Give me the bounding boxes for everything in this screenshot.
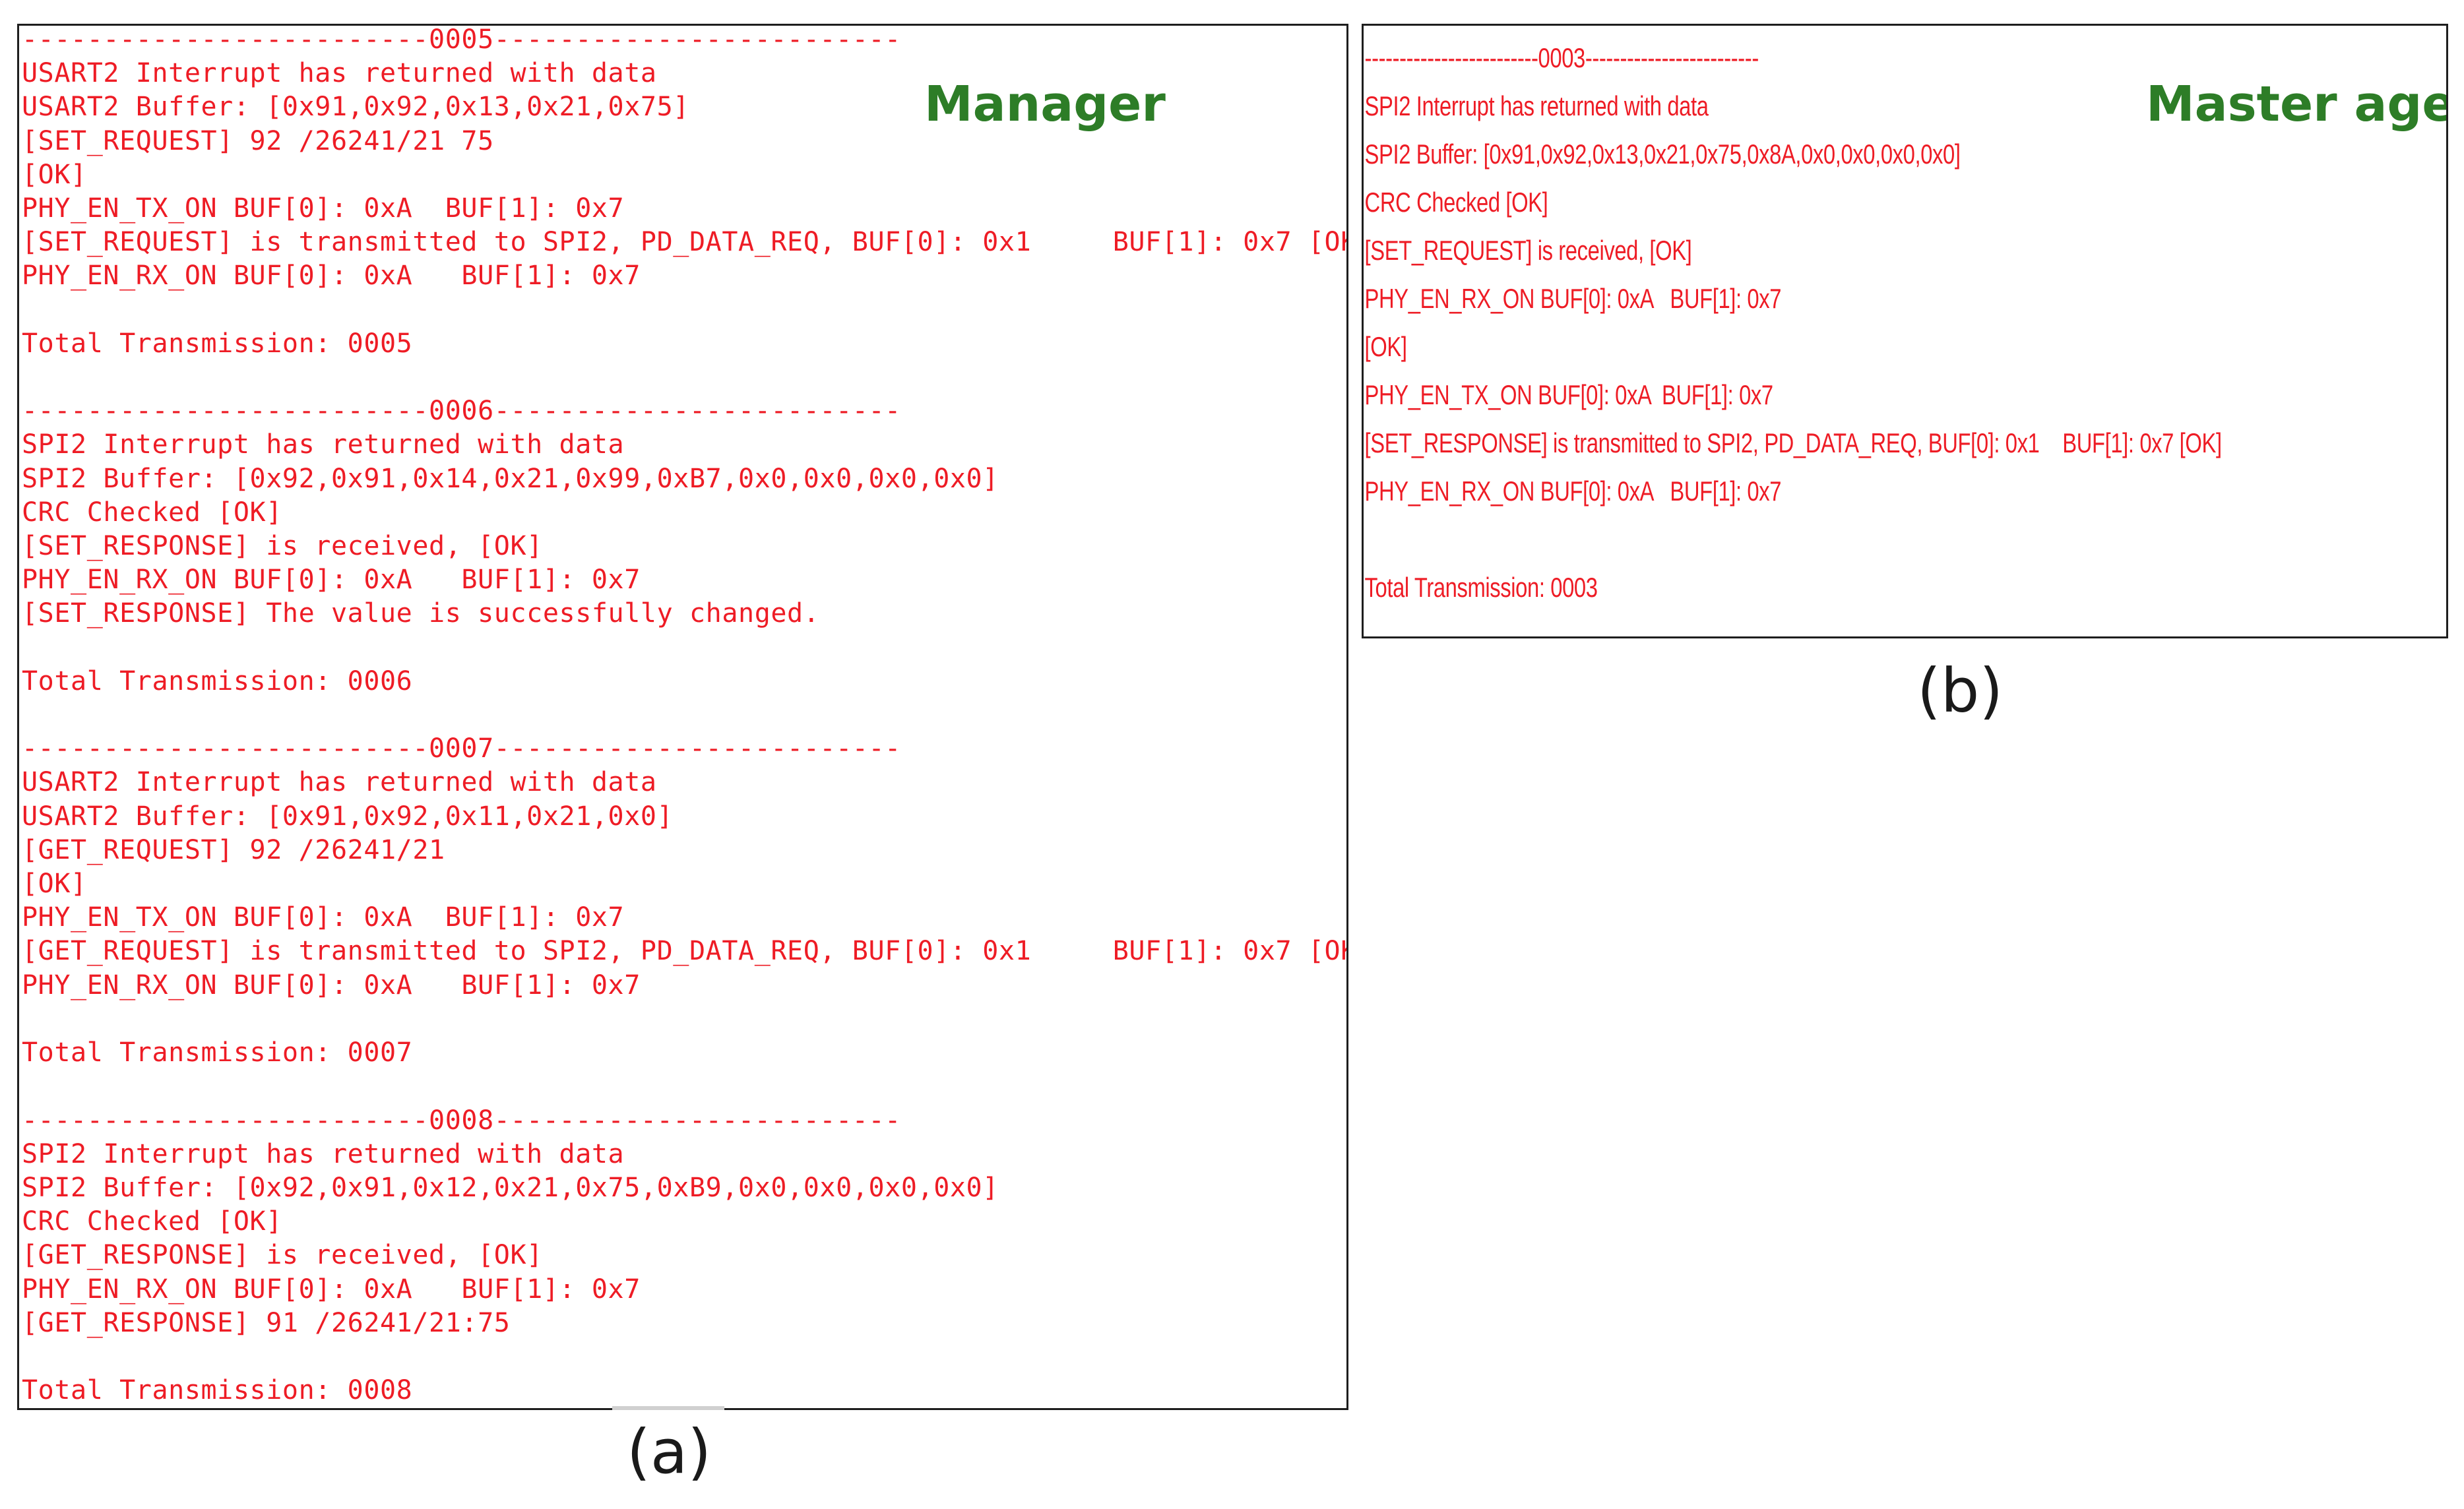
manager-console-log: -------------------------0005-----------… [19, 24, 1348, 1407]
master-agent-title: Master agent [2146, 76, 2446, 133]
log-line: Total Transmission: 0006 [22, 665, 413, 696]
log-line [22, 1340, 1346, 1374]
log-line: [SET_RESPONSE] The value is successfully… [22, 598, 820, 629]
log-line: [OK] [22, 159, 87, 190]
log-line [1365, 515, 2222, 563]
log-line: PHY_EN_TX_ON BUF[0]: 0xA BUF[1]: 0x7 [1364, 379, 1774, 410]
log-line: PHY_EN_RX_ON BUF[0]: 0xA BUF[1]: 0x7 [22, 1274, 641, 1305]
log-line: -------------------------0006-----------… [22, 396, 901, 427]
log-line: PHY_EN_RX_ON BUF[0]: 0xA BUF[1]: 0x7 [1364, 476, 1782, 507]
log-line [22, 1002, 1346, 1036]
log-line: [GET_REQUEST] is transmitted to SPI2, PD… [22, 936, 1348, 967]
log-line: [SET_REQUEST] is transmitted to SPI2, PD… [22, 227, 1348, 258]
log-line: Total Transmission: 0007 [22, 1037, 413, 1068]
log-line: USART2 Buffer: [0x91,0x92,0x11,0x21,0x0] [22, 801, 674, 832]
log-line: PHY_EN_RX_ON BUF[0]: 0xA BUF[1]: 0x7 [22, 261, 641, 292]
log-line: CRC Checked [OK] [22, 497, 282, 528]
log-line: -------------------------0003-----------… [1364, 42, 1759, 73]
log-line: USART2 Interrupt has returned with data [22, 58, 657, 89]
log-line: [GET_RESPONSE] is received, [OK] [22, 1240, 543, 1271]
log-line: [SET_REQUEST] is received, [OK] [1364, 235, 1692, 266]
log-line: SPI2 Buffer: [0x92,0x91,0x14,0x21,0x99,0… [22, 463, 999, 494]
log-line: [GET_REQUEST] 92 /26241/21 [22, 834, 445, 865]
log-line: SPI2 Buffer: [0x92,0x91,0x12,0x21,0x75,0… [22, 1172, 999, 1203]
log-line [22, 698, 1346, 732]
log-line: [OK] [1364, 331, 1407, 362]
log-line: -------------------------0007-----------… [22, 733, 901, 764]
log-line [22, 631, 1346, 665]
manager-title: Manager [924, 76, 1166, 133]
manager-scrollbar[interactable] [612, 1406, 724, 1410]
panel-a-caption: (a) [627, 1417, 712, 1487]
log-line: SPI2 Interrupt has returned with data [1364, 90, 1709, 121]
manager-console-panel: -------------------------0005-----------… [17, 24, 1348, 1410]
log-line: [GET_RESPONSE] 91 /26241/21:75 [22, 1307, 511, 1338]
log-line: PHY_EN_RX_ON BUF[0]: 0xA BUF[1]: 0x7 [1364, 283, 1782, 314]
log-line: CRC Checked [OK] [22, 1206, 282, 1237]
log-line [22, 293, 1346, 327]
log-line: Total Transmission: 0003 [1364, 572, 1598, 603]
log-line: PHY_EN_TX_ON BUF[0]: 0xA BUF[1]: 0x7 [22, 193, 625, 224]
log-line [22, 361, 1346, 394]
log-line: PHY_EN_RX_ON BUF[0]: 0xA BUF[1]: 0x7 [22, 970, 641, 1001]
master-agent-console-log: -------------------------0003-----------… [1364, 34, 2222, 611]
log-line: SPI2 Buffer: [0x91,0x92,0x13,0x21,0x75,0… [1364, 139, 1961, 169]
log-line [22, 1070, 1346, 1103]
log-line: USART2 Buffer: [0x91,0x92,0x13,0x21,0x75… [22, 92, 689, 123]
log-line: [OK] [22, 869, 87, 900]
log-line: Total Transmission: 0008 [22, 1375, 413, 1406]
log-line: [SET_RESPONSE] is received, [OK] [22, 531, 543, 562]
log-line: [SET_RESPONSE] is transmitted to SPI2, P… [1364, 427, 2222, 458]
panel-b-caption: (b) [1917, 656, 2004, 726]
log-line: PHY_EN_TX_ON BUF[0]: 0xA BUF[1]: 0x7 [22, 902, 625, 933]
log-line: Total Transmission: 0005 [22, 328, 413, 359]
log-line: -------------------------0008-----------… [22, 1105, 901, 1136]
log-line: USART2 Interrupt has returned with data [22, 767, 657, 798]
master-agent-console-panel: -------------------------0003-----------… [1362, 24, 2448, 638]
log-line: [SET_REQUEST] 92 /26241/21 75 [22, 125, 494, 156]
log-line: CRC Checked [OK] [1364, 187, 1548, 218]
log-line: SPI2 Interrupt has returned with data [22, 429, 625, 460]
log-line: -------------------------0005-----------… [22, 24, 901, 55]
log-line: SPI2 Interrupt has returned with data [22, 1138, 625, 1169]
log-line: PHY_EN_RX_ON BUF[0]: 0xA BUF[1]: 0x7 [22, 565, 641, 596]
